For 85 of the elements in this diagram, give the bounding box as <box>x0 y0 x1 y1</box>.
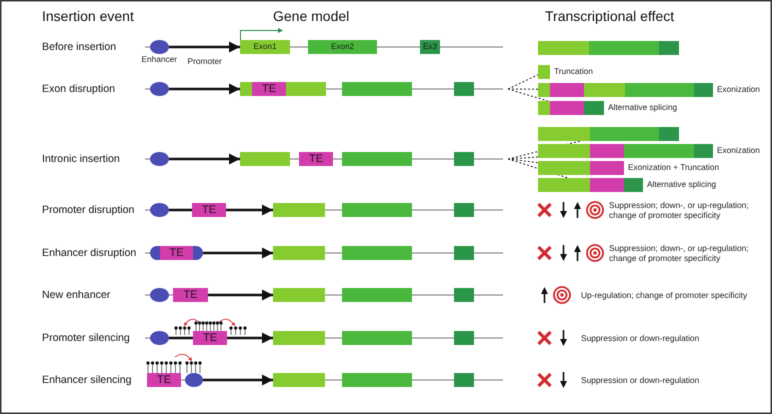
exon-box <box>454 203 474 217</box>
exon-box <box>454 82 474 96</box>
exon-box <box>240 152 290 166</box>
line <box>169 336 193 340</box>
enhancer-oval <box>150 152 169 166</box>
row-label: Enhancer disruption <box>42 246 136 260</box>
line <box>169 208 192 212</box>
te-box: TE <box>299 152 333 166</box>
transcript-bar <box>538 41 679 55</box>
exon-box <box>454 373 474 387</box>
exon-box <box>273 203 325 217</box>
transcript-bar <box>538 161 624 175</box>
transcript-bar <box>538 83 713 97</box>
transcript-label: Exonization <box>717 146 760 156</box>
exon-box <box>454 152 474 166</box>
transcript-bar <box>538 65 550 79</box>
dashed-line <box>508 88 538 90</box>
te-box: TE <box>160 246 193 260</box>
exon-box <box>273 331 325 345</box>
exon-box <box>342 373 412 387</box>
dashed-line <box>508 88 548 102</box>
arrow <box>226 204 273 216</box>
arrow <box>169 42 240 52</box>
transcript-label: Exonization <box>717 85 760 95</box>
effect-description: Suppression or down-regulation <box>581 333 700 344</box>
effect-description: Suppression or down-regulation <box>581 375 700 386</box>
row-label: Promoter disruption <box>42 204 134 216</box>
transcript-label: Exonization + Truncation <box>628 163 720 173</box>
te-box: TE <box>252 82 286 96</box>
exon-box: Ex3 <box>420 40 440 54</box>
exon-box <box>273 246 325 260</box>
exon-box <box>342 331 412 345</box>
enhancer-oval <box>150 82 169 96</box>
arrow <box>208 290 273 300</box>
effect-description: Up-regulation; change of promoter specificity <box>581 290 748 300</box>
transcript-bar <box>538 101 604 115</box>
enhancer-oval <box>150 331 169 345</box>
row-label: New enhancer <box>42 288 110 302</box>
arrow <box>203 374 273 386</box>
row-label: Before insertion <box>42 40 116 54</box>
transcript-bar <box>538 127 679 141</box>
arrow <box>227 332 273 344</box>
exon-box <box>273 288 325 302</box>
transcript-label: Alternative splicing <box>647 180 716 190</box>
edge-label: Promoter <box>188 56 222 66</box>
dashed-line <box>508 74 538 90</box>
row-label: Enhancer silencing <box>42 374 132 386</box>
enhancer-oval <box>185 373 203 387</box>
column-header: Gene model <box>273 8 350 24</box>
arrow <box>169 154 240 164</box>
exon-box <box>342 152 412 166</box>
effect-description: Suppression; down-, or up-regulation; change of promoter specificity <box>609 200 750 220</box>
column-header: Transcriptional effect <box>545 8 674 24</box>
exon-box <box>342 82 412 96</box>
te-box: TE <box>147 373 181 387</box>
exon-box <box>454 246 474 260</box>
arrow <box>169 84 240 94</box>
exon-box <box>454 331 474 345</box>
arrow <box>203 248 273 258</box>
enhancer-oval <box>150 288 169 302</box>
exon-box <box>454 288 474 302</box>
exon-box <box>273 373 325 387</box>
transcript-label: Alternative splicing <box>608 103 678 113</box>
dashed-line <box>508 156 538 160</box>
row-label: Intronic insertion <box>42 152 120 166</box>
transcript-label: Truncation <box>554 67 593 77</box>
enhancer-oval <box>150 40 169 54</box>
exon-box <box>342 288 412 302</box>
column-header: Insertion event <box>42 8 134 24</box>
exon-box: Exon1 <box>240 40 290 54</box>
te-box: TE <box>192 203 226 217</box>
transcript-bar <box>538 178 643 192</box>
exon-box <box>342 203 412 217</box>
effect-description: Suppression; down-, or up-regulation; change of promoter specificity <box>609 243 750 264</box>
enhancer-oval <box>150 203 169 217</box>
exon-box <box>240 82 326 96</box>
dashed-line <box>508 158 538 164</box>
row-label: Exon disruption <box>42 82 116 96</box>
te-box: TE <box>193 331 227 345</box>
exon-box: Exon2 <box>308 40 377 54</box>
row-label: Promoter silencing <box>42 332 130 344</box>
exon-box <box>342 246 412 260</box>
transcript-bar <box>538 144 713 158</box>
te-box: TE <box>173 288 208 302</box>
part-label: Enhancer <box>142 55 178 65</box>
